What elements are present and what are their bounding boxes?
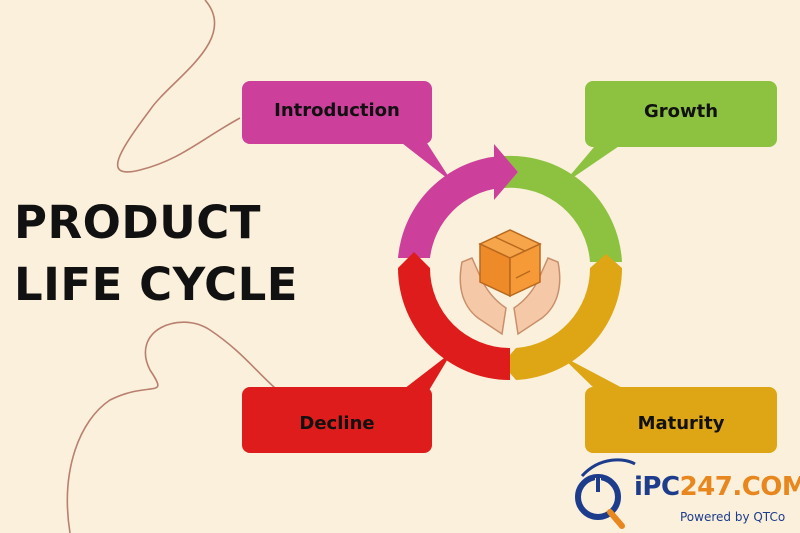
brand-name: iPC247.COM [634, 472, 800, 502]
brand-tagline: Powered by QTCo [680, 510, 786, 524]
stage-box-decline [242, 352, 452, 453]
cycle-ring [398, 144, 623, 380]
stage-label-decline: Decline [299, 413, 375, 434]
page-title: PRODUCT LIFE CYCLE [14, 192, 298, 316]
ring-segment-introduction [398, 156, 500, 258]
box-in-hands-icon [459, 229, 561, 336]
stage-box-growth [562, 81, 777, 185]
title-line-1: PRODUCT [14, 196, 262, 249]
stage-box-maturity [560, 355, 777, 453]
ring-segment-growth [504, 155, 622, 262]
ring-segment-decline [398, 252, 510, 380]
decorative-curve-bottom [66, 321, 276, 533]
brand-logo: iPC247.COM Powered by QTCo [572, 470, 800, 530]
stage-label-growth: Growth [643, 101, 719, 122]
stage-label-introduction: Introduction [274, 100, 400, 121]
magnifier-power-logo-icon [575, 458, 636, 529]
ring-arrow-intro [494, 144, 518, 200]
title-line-2: LIFE CYCLE [14, 258, 299, 311]
decorative-curve-top [116, 0, 241, 173]
stage-box-introduction [242, 81, 452, 182]
stage-label-maturity: Maturity [637, 413, 725, 434]
ring-segment-maturity [502, 254, 623, 380]
brand-name-part2: 247.COM [679, 472, 800, 502]
brand-name-part1: iPC [634, 472, 680, 502]
